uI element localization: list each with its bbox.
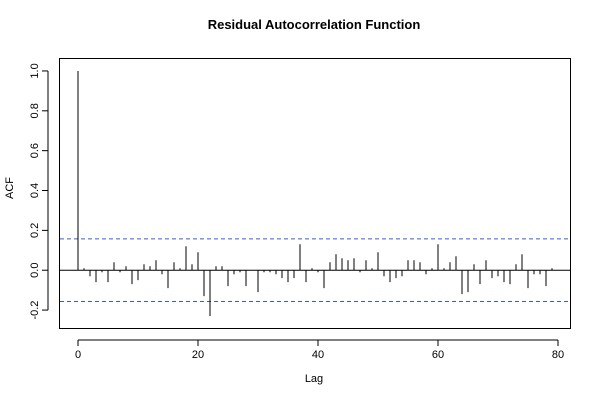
y-tick-label: -0.2 (29, 301, 41, 320)
x-tick-label: 20 (192, 349, 204, 361)
y-tick-label: 1.0 (29, 63, 41, 78)
chart-title: Residual Autocorrelation Function (208, 17, 421, 32)
y-tick-label: 0.2 (29, 223, 41, 238)
y-axis-label: ACF (4, 177, 16, 199)
acf-bars (77, 70, 553, 317)
x-tick-label: 0 (75, 349, 81, 361)
plot-area-frame (59, 58, 571, 329)
x-axis: 0 20 40 60 80 (75, 339, 564, 361)
x-tick-label: 60 (432, 349, 444, 361)
y-tick-label: 0.0 (29, 263, 41, 278)
x-axis-label: Lag (305, 373, 323, 385)
y-tick-label: 0.4 (29, 183, 41, 198)
x-tick-label: 80 (552, 349, 564, 361)
y-tick-label: 0.6 (29, 143, 41, 158)
x-tick-label: 40 (312, 349, 324, 361)
y-axis: -0.2 0.0 0.2 0.4 0.6 0.8 1.0 (29, 63, 49, 320)
y-tick-label: 0.8 (29, 103, 41, 118)
confidence-bounds (60, 238, 570, 302)
